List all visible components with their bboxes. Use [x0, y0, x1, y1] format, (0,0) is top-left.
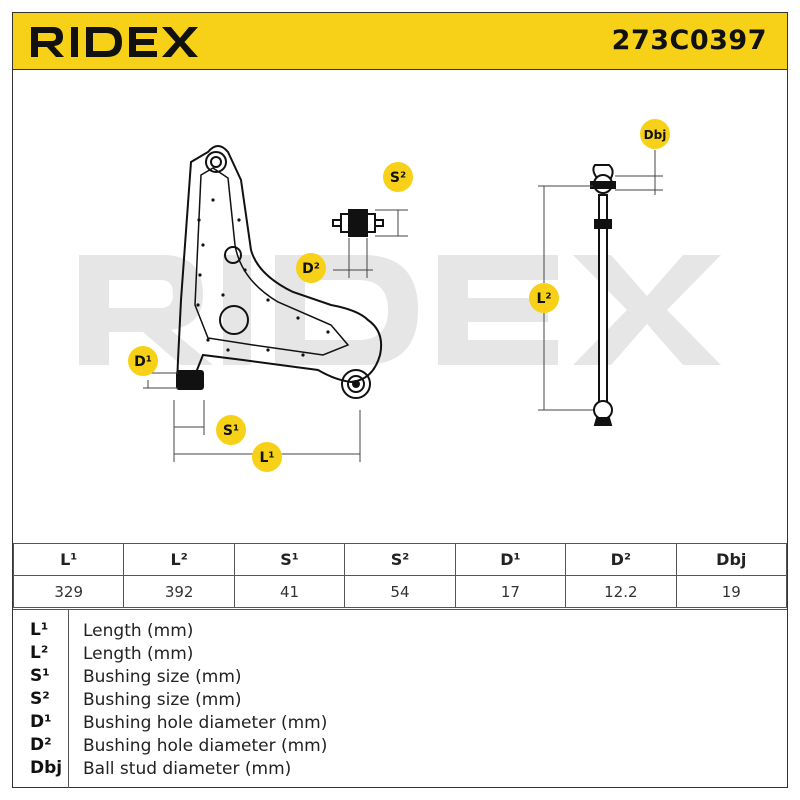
- legend-item: Dbj Ball stud diameter (mm): [13, 758, 787, 781]
- marker-d1-label: D¹: [134, 354, 152, 370]
- marker-dbj: [640, 119, 670, 149]
- specs-value-cell: 329: [12, 575, 125, 608]
- legend-item: S¹ Bushing size (mm): [13, 666, 787, 689]
- bushing-detail: [332, 209, 384, 237]
- legend-description: Length (mm): [83, 644, 194, 664]
- tie-rod: [590, 164, 616, 426]
- marker-s1: [216, 415, 246, 445]
- legend-symbol: L²: [30, 643, 49, 663]
- product-sheet: 273C0397: [12, 12, 788, 788]
- specs-header-cell: D²: [565, 543, 677, 576]
- legend-symbol: S²: [30, 689, 50, 709]
- legend-description: Bushing size (mm): [83, 667, 242, 687]
- specs-header-cell: L²: [123, 543, 235, 576]
- legend-description: Bushing hole diameter (mm): [83, 736, 328, 756]
- specs-value-cell: 17: [454, 575, 567, 608]
- legend-symbol: Dbj: [30, 758, 63, 778]
- marker-l2: [529, 283, 559, 313]
- specs-value-cell: 12.2: [565, 575, 677, 608]
- legend-description: Bushing size (mm): [83, 690, 242, 710]
- specs-header-cell: D¹: [454, 543, 567, 576]
- marker-l1: [252, 442, 282, 472]
- marker-d1: [128, 346, 158, 376]
- ridex-watermark: [79, 255, 721, 365]
- legend-item: S² Bushing size (mm): [13, 689, 787, 712]
- marker-l1-label: L¹: [259, 450, 274, 466]
- marker-s2: [383, 162, 413, 192]
- specs-value-cell: 54: [344, 575, 456, 608]
- part-number: 273C0397: [611, 25, 767, 56]
- specs-header-cell: Dbj: [675, 543, 788, 576]
- marker-s1-label: S¹: [223, 423, 239, 439]
- technical-drawing: D¹ S¹ L¹ S² D² L² Dbj: [79, 119, 721, 472]
- marker-dbj-label: Dbj: [644, 128, 667, 142]
- legend-item: L¹ Length (mm): [13, 620, 787, 643]
- header-bar: 273C0397: [13, 13, 787, 70]
- specs-value-row: 329 392 41 54 17 12.2 19: [12, 575, 788, 608]
- specs-header-row: L¹ L² S¹ S² D¹ D² Dbj: [12, 543, 788, 576]
- control-arm: [175, 145, 383, 399]
- legend-item: L² Length (mm): [13, 643, 787, 666]
- marker-d2-label: D²: [302, 261, 320, 277]
- legend-item: D² Bushing hole diameter (mm): [13, 735, 787, 758]
- legend-symbol: L¹: [30, 620, 49, 640]
- specs-table: L¹ L² S¹ S² D¹ D² Dbj 329 392 41 54 17 1…: [12, 543, 788, 608]
- specs-header-cell: L¹: [12, 543, 125, 576]
- legend-item: D¹ Bushing hole diameter (mm): [13, 712, 787, 735]
- specs-value-cell: 392: [123, 575, 235, 608]
- legend-description: Bushing hole diameter (mm): [83, 713, 328, 733]
- specs-header-cell: S¹: [233, 543, 346, 576]
- legend: L¹ Length (mm) L² Length (mm) S¹ Bushing…: [13, 609, 787, 788]
- specs-value-cell: 19: [675, 575, 788, 608]
- legend-symbol: S¹: [30, 666, 50, 686]
- ridex-logo: [31, 27, 198, 57]
- legend-divider: [68, 610, 69, 788]
- marker-d2: [296, 253, 326, 283]
- specs-value-cell: 41: [233, 575, 346, 608]
- marker-s2-label: S²: [390, 170, 406, 186]
- specs-header-cell: S²: [344, 543, 456, 576]
- legend-description: Ball stud diameter (mm): [83, 759, 292, 779]
- marker-l2-label: L²: [536, 291, 551, 307]
- legend-symbol: D²: [30, 735, 52, 755]
- legend-symbol: D¹: [30, 712, 52, 732]
- legend-description: Length (mm): [83, 621, 194, 641]
